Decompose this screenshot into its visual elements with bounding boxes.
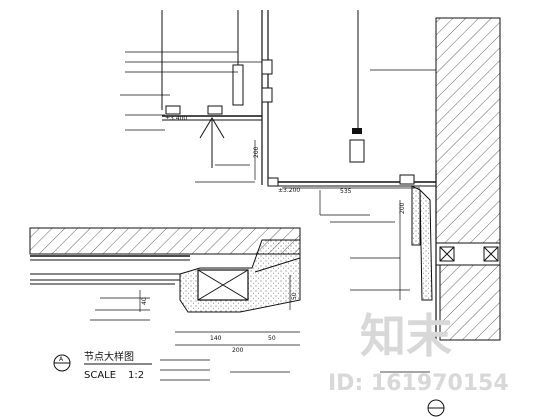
dimension-40: 40 <box>141 297 148 305</box>
concrete-wall <box>435 17 501 341</box>
watermark-id: ID: 161970154 <box>328 371 509 396</box>
scale-value: 1:2 <box>128 370 144 381</box>
dimension-50-bottom: 50 <box>268 335 276 342</box>
detail-callout: A <box>53 354 71 372</box>
dimension-200-right: 200 <box>399 202 406 214</box>
level-mark-upper: ±3.400 <box>165 115 187 122</box>
detail-section <box>29 227 301 313</box>
callout-letter: A <box>59 356 64 363</box>
dimension-200-left: 200 <box>253 146 260 158</box>
section-mark <box>427 399 445 417</box>
dimension-200-bottom: 200 <box>232 347 244 354</box>
detail-title: 节点大样图 <box>84 350 134 363</box>
dimension-lines <box>139 140 420 346</box>
scale-label: SCALE <box>84 370 116 381</box>
dimension-535: 535 <box>340 188 352 195</box>
dimension-50-side: 50 <box>291 292 298 300</box>
level-mark-lower: ±3.200 <box>278 187 300 194</box>
watermark: 知末 ID: 161970154 <box>328 309 509 396</box>
ceiling-structure <box>161 10 437 340</box>
leader-lines <box>90 51 436 381</box>
dimension-140: 140 <box>210 335 222 342</box>
watermark-brand: 知末 <box>360 309 452 363</box>
